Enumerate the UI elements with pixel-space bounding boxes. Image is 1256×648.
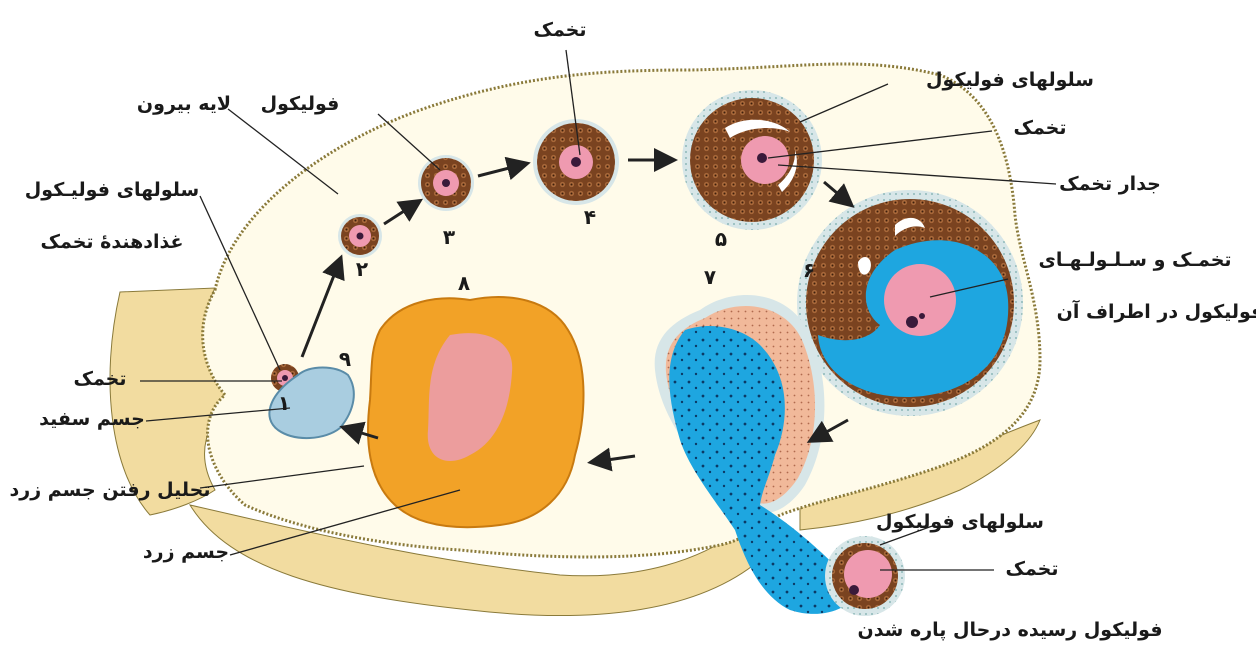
stage-2-follicle — [338, 214, 382, 258]
label-yellow-degrade: تحلیل رفتن جسم زرد — [10, 479, 211, 501]
stage-number-8: ۸ — [458, 271, 470, 295]
label-follicle-cells-top: سلولهای فولیکول — [926, 69, 1094, 91]
label-follicle-cells-1: سلولهای فولیـکول — [25, 179, 199, 201]
stage-4-follicle — [533, 119, 619, 205]
stage-6-follicle — [797, 190, 1023, 416]
label-egg-top: تخمک — [533, 19, 586, 41]
label-egg-wall: جدار تخمک — [1059, 173, 1161, 195]
label-follicle-cells-bottom: سلولهای فولیکول — [876, 511, 1044, 533]
leader-outer-layer — [228, 109, 338, 194]
label-egg-and-cells-a: تخمـک و سـلـولـهـای — [1038, 249, 1231, 271]
label-egg-1: تخمک — [73, 368, 126, 390]
stage-number-4: ۴ — [584, 205, 596, 229]
stage-number-1: ۱ — [278, 391, 290, 415]
label-rupturing: فولیکول رسیده درحال پاره شدن — [857, 619, 1162, 641]
ovulated-egg — [825, 536, 905, 616]
label-egg-and-cells-b: فولیکول در اطراف آن — [1057, 299, 1256, 323]
stage-5-follicle — [682, 90, 822, 230]
label-white-body: جسم سفید — [39, 408, 145, 430]
stage-number-5: ۵ — [715, 227, 727, 251]
label-follicle: فولیکول — [261, 93, 340, 115]
stage-number-2: ۲ — [356, 257, 368, 281]
stage-number-7: ۷ — [704, 265, 716, 289]
label-nourishing: غذادهندهٔ تخمک — [41, 231, 184, 253]
stage-number-3: ۳ — [443, 225, 455, 249]
stage-number-6: ۶ — [803, 258, 815, 282]
stage-8-corpus-luteum — [368, 297, 584, 527]
stage-3-follicle — [418, 155, 474, 211]
stage-number-9: ۹ — [339, 347, 351, 371]
label-outer-layer: لایه بیرون — [137, 93, 231, 115]
label-egg-5: تخمک — [1013, 117, 1066, 139]
label-yellow-body: جسم زرد — [143, 541, 229, 563]
label-egg-bottom: تخمک — [1005, 558, 1058, 580]
